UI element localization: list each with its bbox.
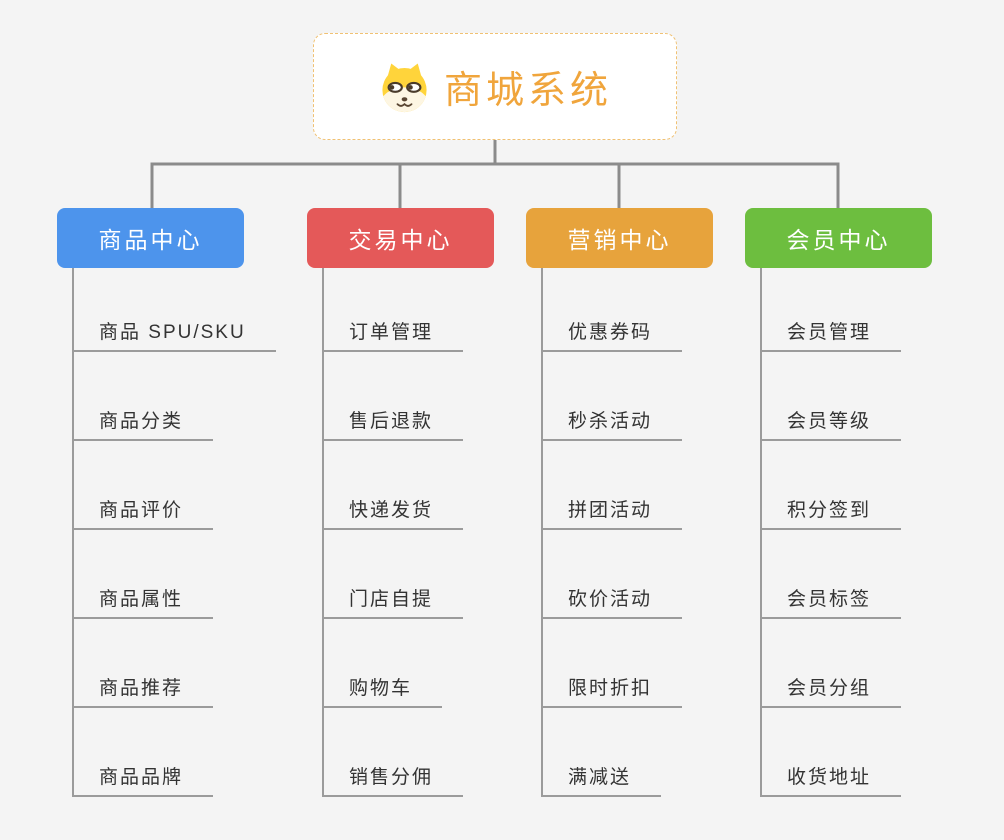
branch-connector-line: [541, 268, 543, 797]
leaf-node[interactable]: 售后退款: [322, 401, 464, 441]
branch-connector-line: [760, 268, 762, 797]
leaf-node[interactable]: 商品分类: [72, 401, 214, 441]
branch-trade-center[interactable]: 交易中心: [307, 208, 494, 268]
branch-product-center[interactable]: 商品中心: [57, 208, 244, 268]
leaf-node[interactable]: 商品品牌: [72, 757, 214, 797]
branch-member-center[interactable]: 会员中心: [745, 208, 932, 268]
leaf-node[interactable]: 门店自提: [322, 579, 464, 619]
leaf-node[interactable]: 会员管理: [760, 312, 902, 352]
leaf-node[interactable]: 砍价活动: [541, 579, 683, 619]
branch-connector-line: [72, 268, 74, 797]
leaf-node[interactable]: 限时折扣: [541, 668, 683, 708]
dog-icon: [382, 63, 427, 113]
leaf-node[interactable]: 快递发货: [322, 490, 464, 530]
leaf-node[interactable]: 积分签到: [760, 490, 902, 530]
leaf-node[interactable]: 拼团活动: [541, 490, 683, 530]
leaf-node[interactable]: 商品 SPU/SKU: [72, 312, 276, 352]
root-title: 商城系统: [443, 70, 612, 112]
branch-marketing-center[interactable]: 营销中心: [526, 208, 713, 268]
root-node[interactable]: 商城系统: [313, 33, 677, 140]
leaf-node[interactable]: 商品属性: [72, 579, 214, 619]
leaf-node[interactable]: 满减送: [541, 757, 662, 797]
leaf-node[interactable]: 会员分组: [760, 668, 902, 708]
leaf-node[interactable]: 秒杀活动: [541, 401, 683, 441]
leaf-node[interactable]: 订单管理: [322, 312, 464, 352]
leaf-node[interactable]: 商品推荐: [72, 668, 214, 708]
leaf-node[interactable]: 收货地址: [760, 757, 902, 797]
leaf-node[interactable]: 商品评价: [72, 490, 214, 530]
leaf-node[interactable]: 优惠券码: [541, 312, 683, 352]
leaf-node[interactable]: 会员等级: [760, 401, 902, 441]
branch-connector-line: [322, 268, 324, 797]
leaf-node[interactable]: 会员标签: [760, 579, 902, 619]
leaf-node[interactable]: 购物车: [322, 668, 443, 708]
leaf-node[interactable]: 销售分佣: [322, 757, 464, 797]
